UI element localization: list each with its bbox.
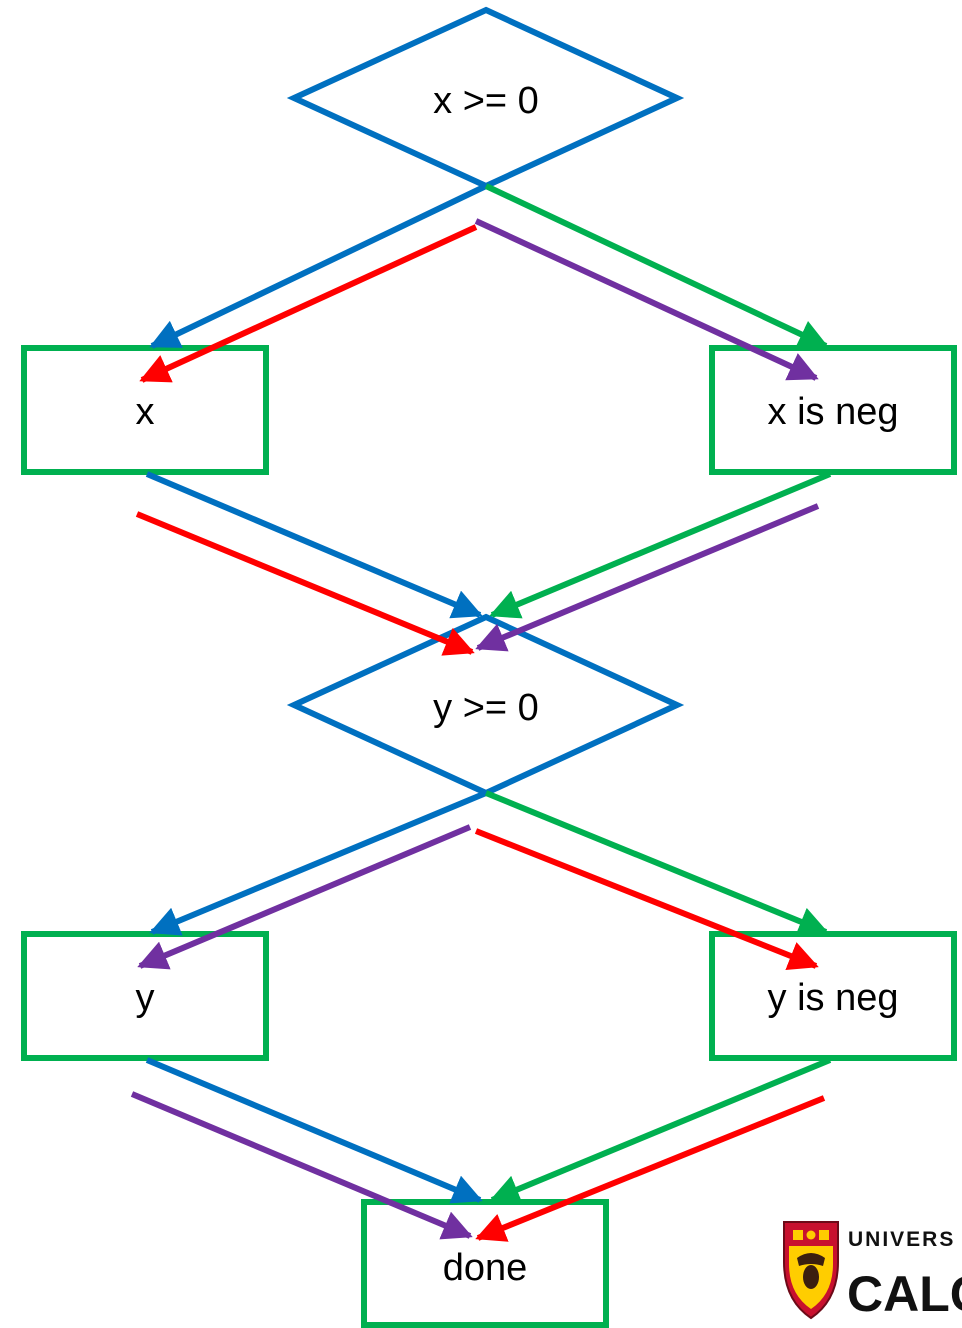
path-purple-segment-4 <box>130 1091 473 1240</box>
edge-box-y-to-done <box>145 1057 483 1204</box>
path-purple-segment-1 <box>474 218 819 381</box>
edge-decision-y-to-box-y-neg <box>484 790 829 936</box>
decision-x-label: x >= 0 <box>433 80 539 122</box>
crest-icon <box>783 1221 839 1320</box>
decision-y-label: y >= 0 <box>433 687 539 729</box>
edge-box-x-neg-to-decision-y <box>489 471 832 619</box>
box-x-neg-label: x is neg <box>768 391 899 433</box>
box-y-neg-label: y is neg <box>768 977 899 1019</box>
path-red-segment-2 <box>135 511 475 656</box>
path-red-segment-1 <box>139 224 478 383</box>
path-red-segment-4 <box>475 1095 826 1242</box>
university-logo: UNIVERS CALG <box>783 1221 962 1322</box>
path-purple-segment-2 <box>475 503 820 652</box>
box-x-label: x <box>136 391 155 433</box>
edge-box-y-neg-to-done <box>489 1057 832 1204</box>
path-purple-segment-3 <box>137 824 472 970</box>
logo-line2: CALG <box>847 1266 962 1322</box>
edge-box-x-to-decision-y <box>145 471 483 619</box>
path-red-segment-3 <box>474 828 819 970</box>
box-y-label: y <box>136 977 155 1019</box>
box-done-label: done <box>443 1247 528 1289</box>
box-done-node: done <box>361 1199 609 1328</box>
logo-line1: UNIVERS <box>848 1228 955 1251</box>
decision-x-node: x >= 0 <box>286 6 685 190</box>
box-y-neg-node: y is neg <box>709 931 957 1061</box>
edge-decision-x-to-box-x-neg <box>484 183 829 349</box>
edge-decision-y-to-box-y <box>149 790 488 936</box>
box-x-neg-node: x is neg <box>709 345 957 475</box>
box-y-node: y <box>21 931 269 1061</box>
box-x-node: x <box>21 345 269 475</box>
edge-decision-x-to-box-x <box>149 183 488 349</box>
